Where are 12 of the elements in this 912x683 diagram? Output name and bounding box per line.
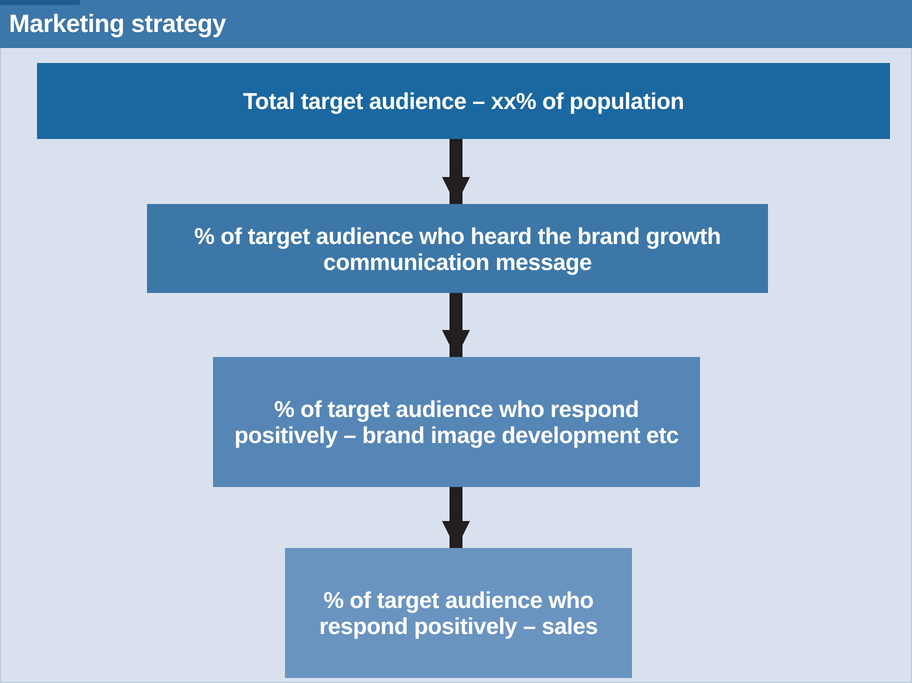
process-box [213,357,700,487]
title: Marketing strategy [9,10,226,39]
box-text: % of target audience who respond positively – brand image development etc [233,396,680,448]
process-box [147,204,768,293]
process-box [37,63,890,139]
arrow [442,139,470,205]
box-text: % of target audience who heard the brand growth communication message [193,222,722,274]
box-text: % of target audience who respond positively – sales [318,587,599,639]
arrow [442,487,470,549]
process-box [285,548,632,678]
box-text: Total target audience – xx% of population [243,88,684,114]
arrow [442,293,470,358]
